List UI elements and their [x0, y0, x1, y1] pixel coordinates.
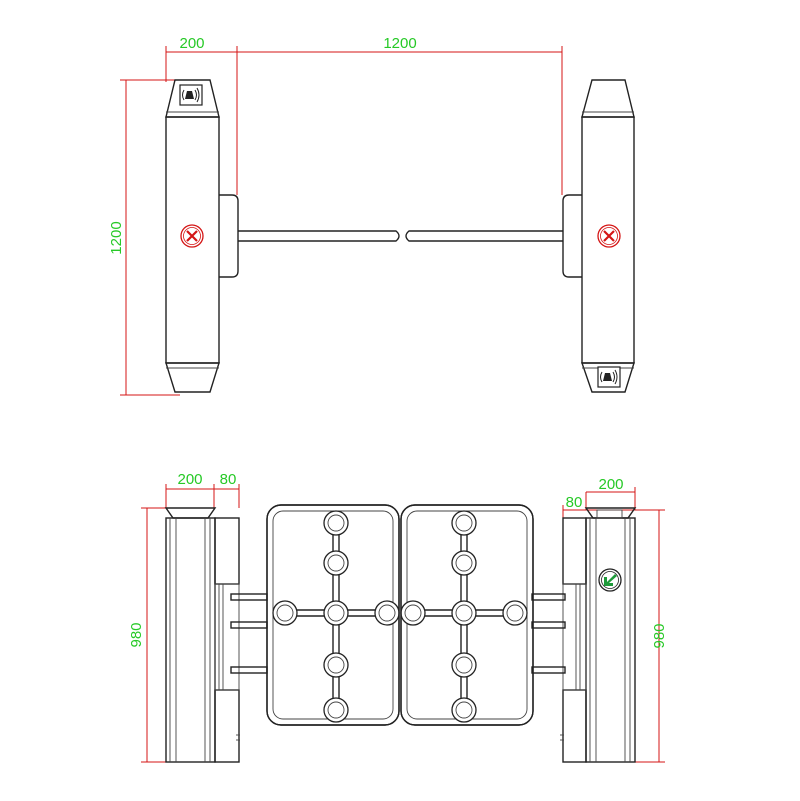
right-post-side: [560, 507, 637, 763]
dim-label-post-length: 1200: [108, 221, 125, 254]
right-gate-panel: [400, 504, 534, 726]
dim-top-post-width: 200: [165, 35, 238, 195]
left-arm-top: [238, 230, 400, 242]
dim-label-gap: 1200: [383, 35, 416, 52]
right-arm-top: [405, 230, 563, 242]
right-shaft: [531, 593, 566, 674]
left-gate-panel: [266, 504, 400, 726]
stop-x-icon: [597, 224, 621, 248]
rfid-reader-icon: [179, 84, 203, 106]
right-post-top: [562, 79, 635, 393]
dim-side-left-widths: 200 80: [165, 471, 240, 508]
dim-label-right-height: 980: [651, 623, 668, 648]
dim-label-left-height: 980: [128, 622, 145, 647]
dim-label-right-post-width: 200: [598, 476, 623, 493]
side-view: 200 80 980 200 80 980: [128, 471, 668, 763]
dim-label-right-flange: 80: [566, 494, 583, 511]
stop-x-icon: [180, 224, 204, 248]
dim-side-right-widths: 200 80: [562, 476, 636, 522]
dim-side-right-height: 980: [634, 509, 668, 763]
dim-label-left-flange: 80: [220, 471, 237, 488]
dim-top-post-length: 1200: [108, 79, 180, 396]
dim-label-post-width: 200: [179, 35, 204, 52]
pass-arrow-icon: [598, 568, 622, 592]
top-view: 200 1200 1200: [108, 35, 635, 396]
dim-label-left-post-width: 200: [177, 471, 202, 488]
left-shaft: [230, 593, 268, 674]
left-post-side: [164, 507, 240, 763]
left-post-top: [165, 79, 239, 393]
dim-side-left-height: 980: [128, 507, 172, 763]
rfid-reader-icon: [597, 366, 621, 388]
dim-top-gap: 1200: [237, 35, 563, 195]
